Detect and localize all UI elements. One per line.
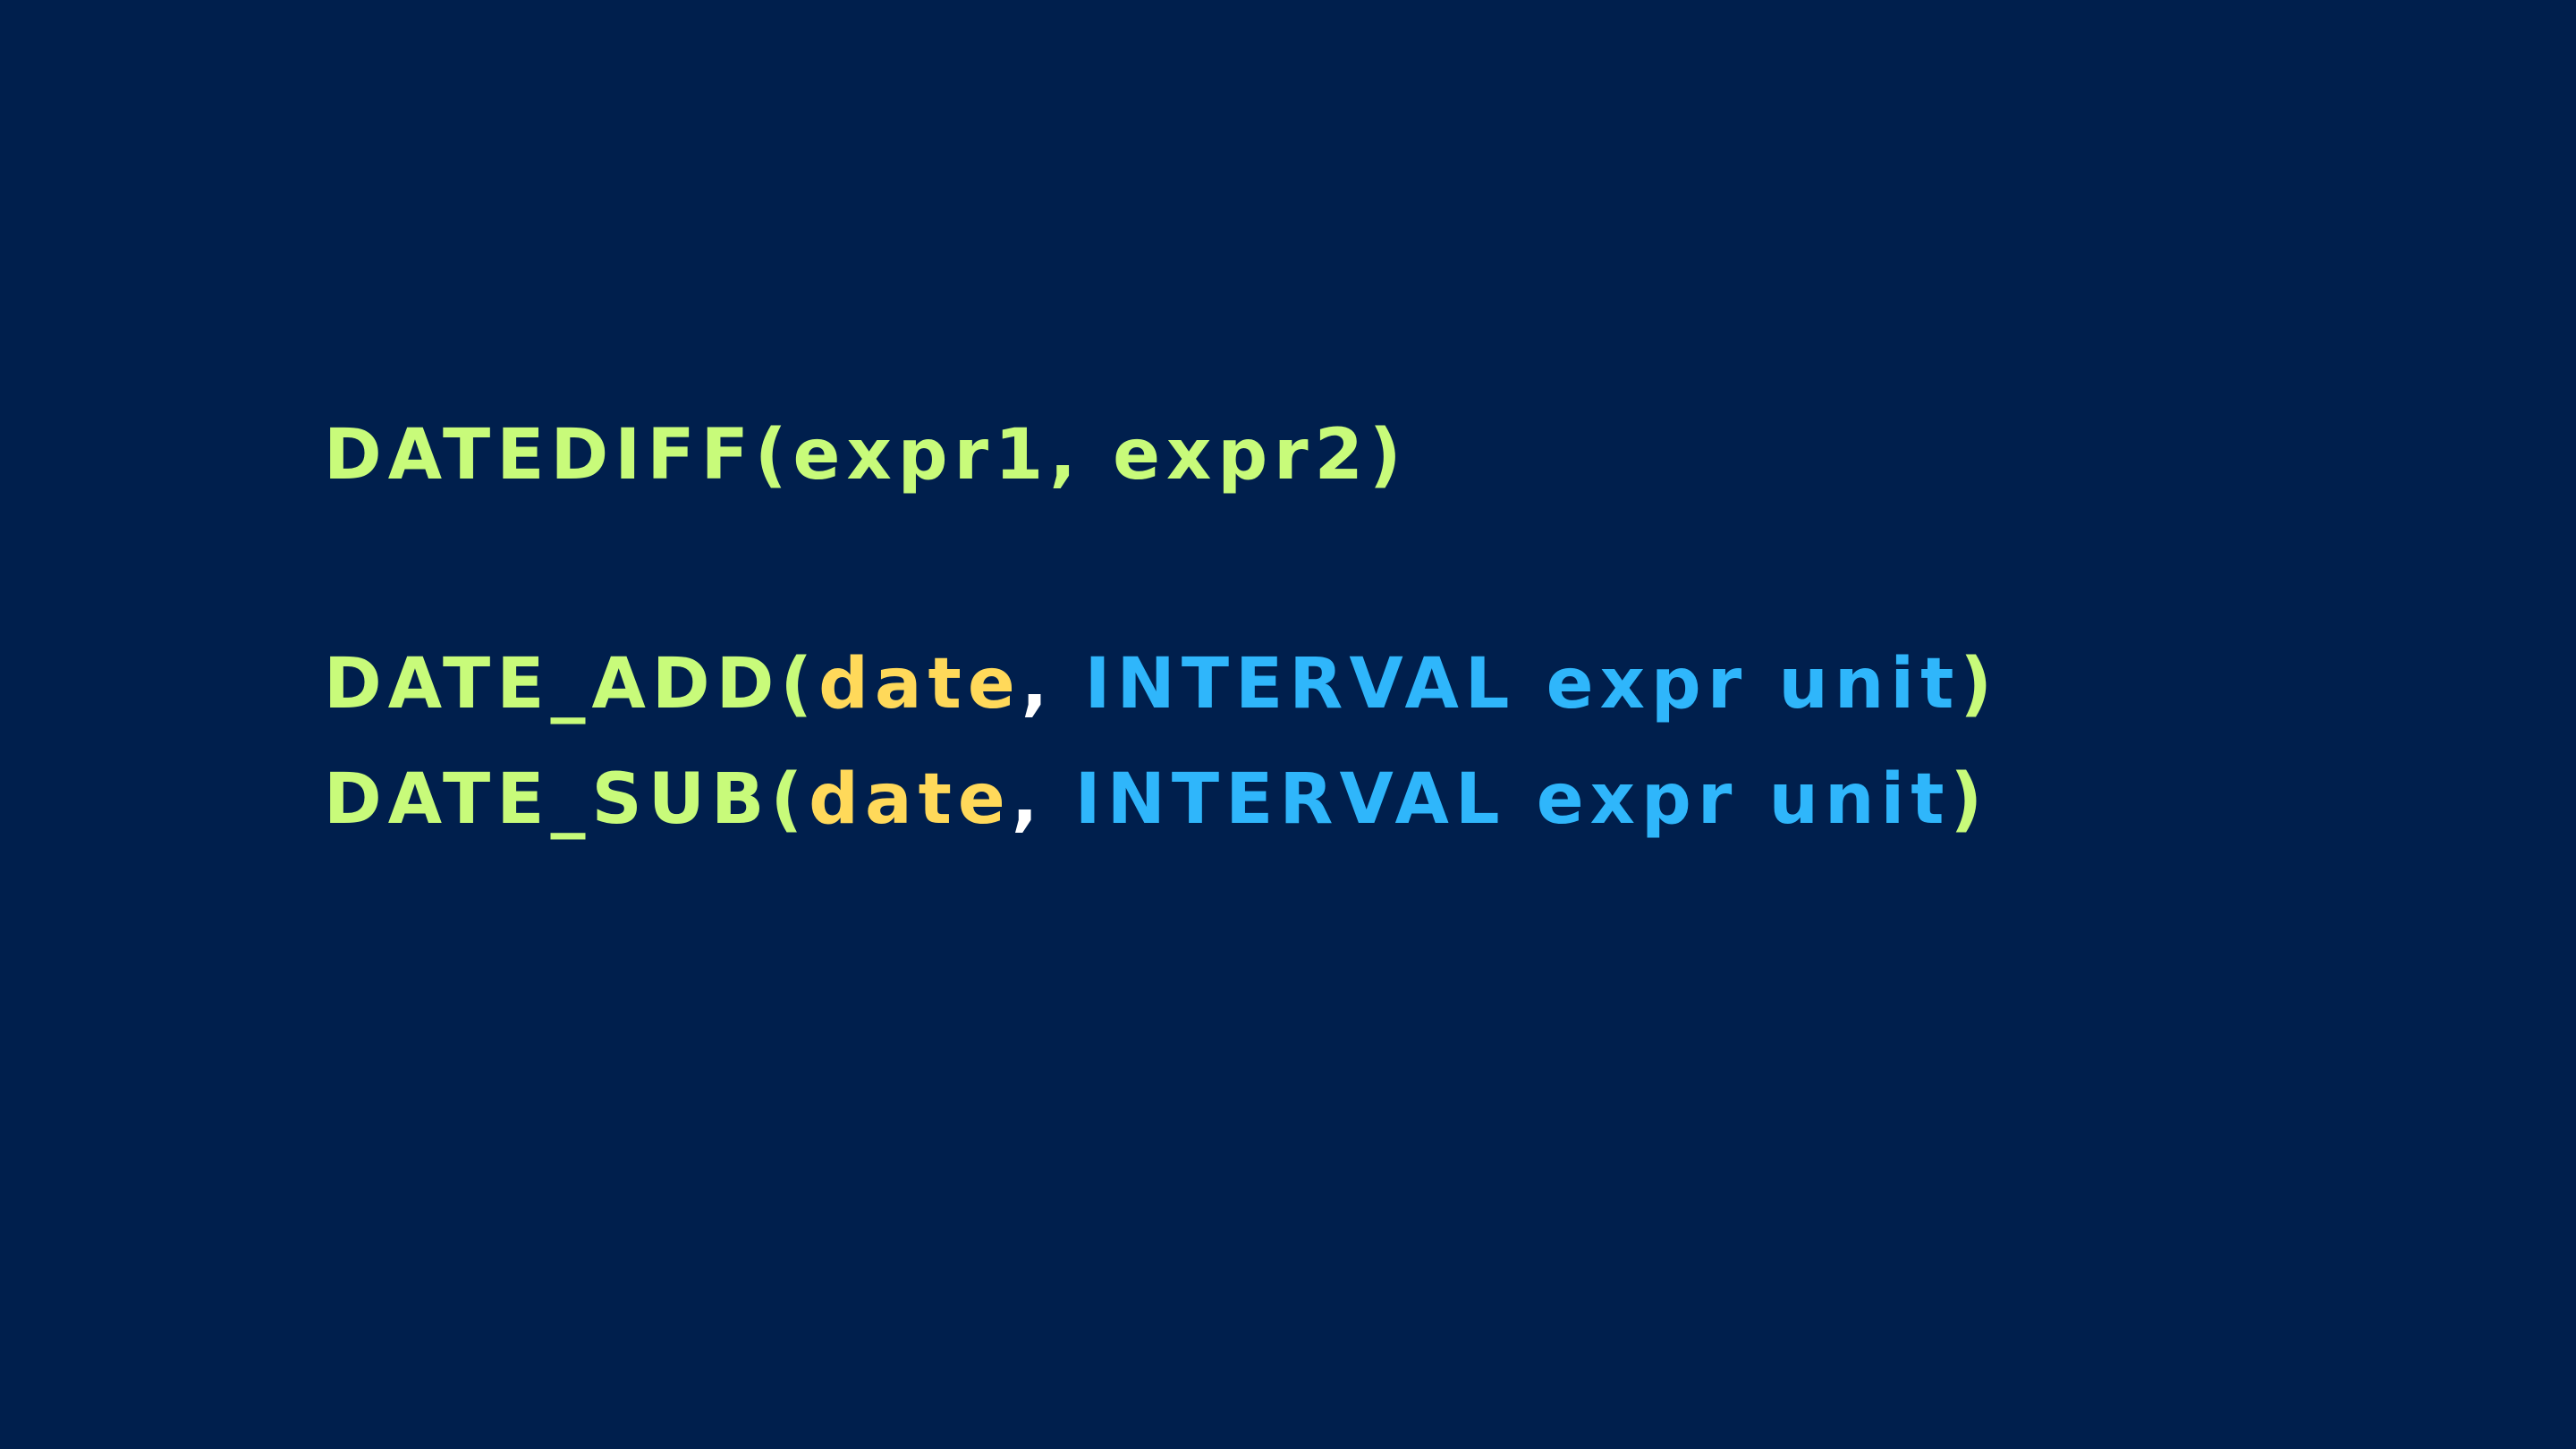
close-paren: ) bbox=[1950, 759, 1989, 840]
comma: , bbox=[1011, 759, 1045, 840]
interval-clause: INTERVAL expr unit bbox=[1054, 644, 1961, 724]
close-paren: ) bbox=[1960, 644, 1999, 724]
open-paren: ( bbox=[770, 759, 809, 840]
comma: , bbox=[1021, 644, 1055, 724]
date-sub-function-name: DATE_SUB bbox=[324, 759, 771, 840]
date-add-syntax-line: DATE_ADD(date, INTERVAL expr unit) bbox=[324, 649, 1998, 719]
datediff-syntax-line: DATEDIFF(expr1, expr2) bbox=[324, 420, 1408, 490]
datediff-function-name: DATEDIFF bbox=[324, 415, 755, 496]
interval-clause: INTERVAL expr unit bbox=[1044, 759, 1951, 840]
date-add-function-name: DATE_ADD bbox=[324, 644, 781, 724]
open-paren: ( bbox=[780, 644, 819, 724]
datediff-arguments: expr1, expr2 bbox=[792, 415, 1369, 496]
date-argument: date bbox=[809, 759, 1012, 840]
close-paren: ) bbox=[1368, 415, 1408, 496]
open-paren: ( bbox=[754, 415, 793, 496]
date-sub-syntax-line: DATE_SUB(date, INTERVAL expr unit) bbox=[324, 765, 1988, 835]
date-argument: date bbox=[818, 644, 1021, 724]
